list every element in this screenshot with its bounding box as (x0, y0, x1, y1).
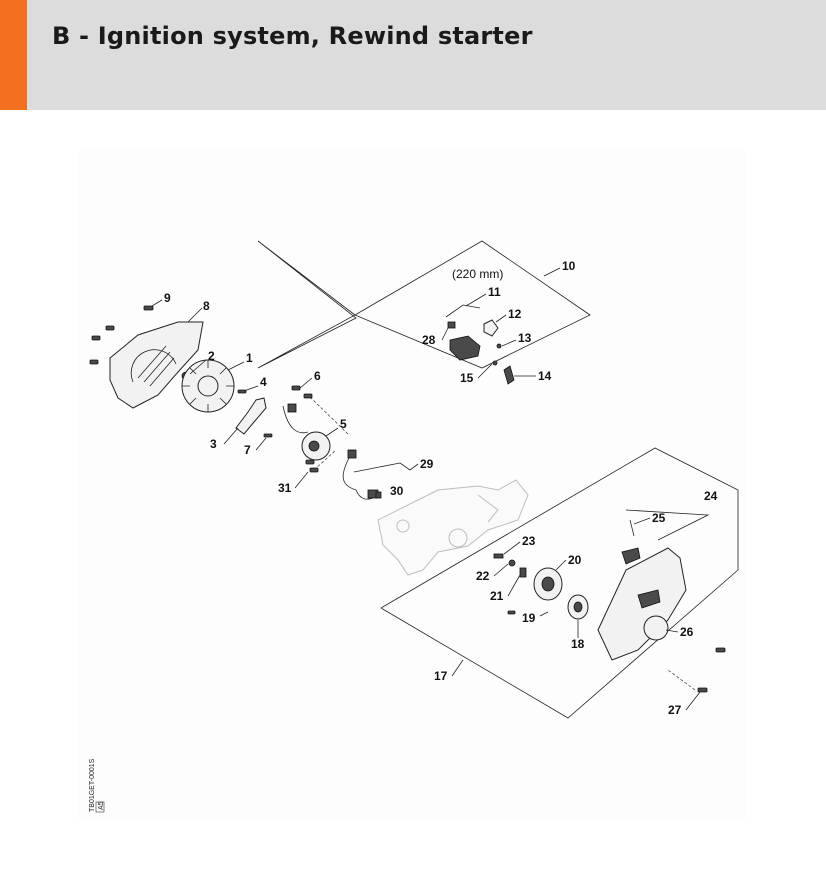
drawing-code-box (95, 801, 105, 813)
part-3-bracket (235, 397, 267, 435)
dash-6-5 (309, 396, 349, 435)
label-27: 27 (668, 703, 682, 717)
label-24: 24 (704, 489, 718, 503)
drawing-code-text: TB01GET-0001S (89, 758, 96, 812)
label-21: 21 (490, 589, 504, 603)
drawing-code-box-text: A5 (98, 801, 105, 810)
page-header: B - Ignition system, Rewind starter (0, 0, 826, 110)
frame-24-outline (625, 509, 710, 541)
label-12: 12 (508, 307, 522, 321)
label-15: 15 (460, 371, 474, 385)
label-25: 25 (652, 511, 666, 525)
screw-8a (91, 335, 101, 341)
part-25-rope (629, 519, 635, 537)
label-17: 17 (434, 669, 448, 683)
frame-10-outline (354, 240, 591, 369)
leader-lines (151, 267, 701, 711)
label-29: 29 (420, 457, 434, 471)
label-3: 3 (210, 437, 217, 451)
frame-10 (257, 240, 357, 369)
part-26-cap (643, 615, 669, 641)
part-14-spark-plug (503, 365, 515, 385)
part-22 (508, 559, 516, 567)
part-5-ignition-coil (282, 403, 331, 461)
label-10: 10 (562, 259, 576, 273)
part-12 (483, 319, 499, 337)
label-19: 19 (522, 611, 536, 625)
screw-6b (303, 393, 313, 399)
part-18-spring (567, 594, 589, 620)
part-21 (519, 567, 527, 578)
screw-31a (305, 459, 315, 465)
label-23: 23 (522, 534, 536, 548)
part-29-wiring (342, 449, 411, 500)
page-title: B - Ignition system, Rewind starter (52, 22, 533, 50)
label-14: 14 (538, 369, 552, 383)
part-23 (493, 553, 504, 559)
screw-19 (507, 610, 516, 615)
screw-26a (715, 647, 726, 653)
frame-17-outline (380, 447, 739, 719)
screws (89, 305, 726, 693)
label-6: 6 (314, 369, 321, 383)
label-2: 2 (208, 349, 215, 363)
label-5: 5 (340, 417, 347, 431)
part-1-flywheel (181, 359, 235, 413)
part-11-wire (445, 304, 481, 318)
screw-7 (263, 433, 273, 438)
length-note: (220 mm) (452, 267, 503, 281)
label-8: 8 (203, 299, 210, 313)
diagram-canvas: 9 8 2 1 4 6 5 3 7 31 29 30 (220 mm) 10 1… (78, 150, 746, 820)
screw-31b (309, 467, 319, 473)
exploded-diagram: 9 8 2 1 4 6 5 3 7 31 29 30 (220 mm) 10 1… (89, 240, 739, 813)
header-accent-bar (0, 0, 27, 110)
fan-housing-cover (597, 547, 687, 661)
label-4: 4 (260, 375, 267, 389)
screw-8c (89, 359, 99, 365)
label-28: 28 (422, 333, 436, 347)
label-26: 26 (680, 625, 694, 639)
drawing-code: TB01GET-0001S A5 (89, 758, 105, 813)
part-8-fan-housing (109, 321, 204, 409)
screw-8b (105, 325, 115, 331)
dash-27-26 (667, 669, 696, 691)
part-28 (447, 321, 456, 329)
label-18: 18 (571, 637, 585, 651)
part-30 (375, 491, 382, 499)
label-20: 20 (568, 553, 582, 567)
label-22: 22 (476, 569, 490, 583)
label-11: 11 (488, 285, 501, 299)
screw-6a (291, 385, 301, 391)
label-7: 7 (244, 443, 251, 457)
label-30: 30 (390, 484, 404, 498)
part-13 (496, 343, 502, 349)
label-1: 1 (246, 351, 253, 365)
part-20-rope-rotor (533, 567, 563, 601)
screw-9 (143, 305, 154, 311)
part-15 (492, 360, 498, 366)
part-24-grip (621, 547, 641, 565)
screw-27 (697, 687, 708, 693)
engine-housing-ghost (377, 479, 529, 576)
label-9: 9 (164, 291, 171, 305)
label-13: 13 (518, 331, 532, 345)
ignition-module-block (449, 335, 481, 361)
label-31: 31 (278, 481, 292, 495)
